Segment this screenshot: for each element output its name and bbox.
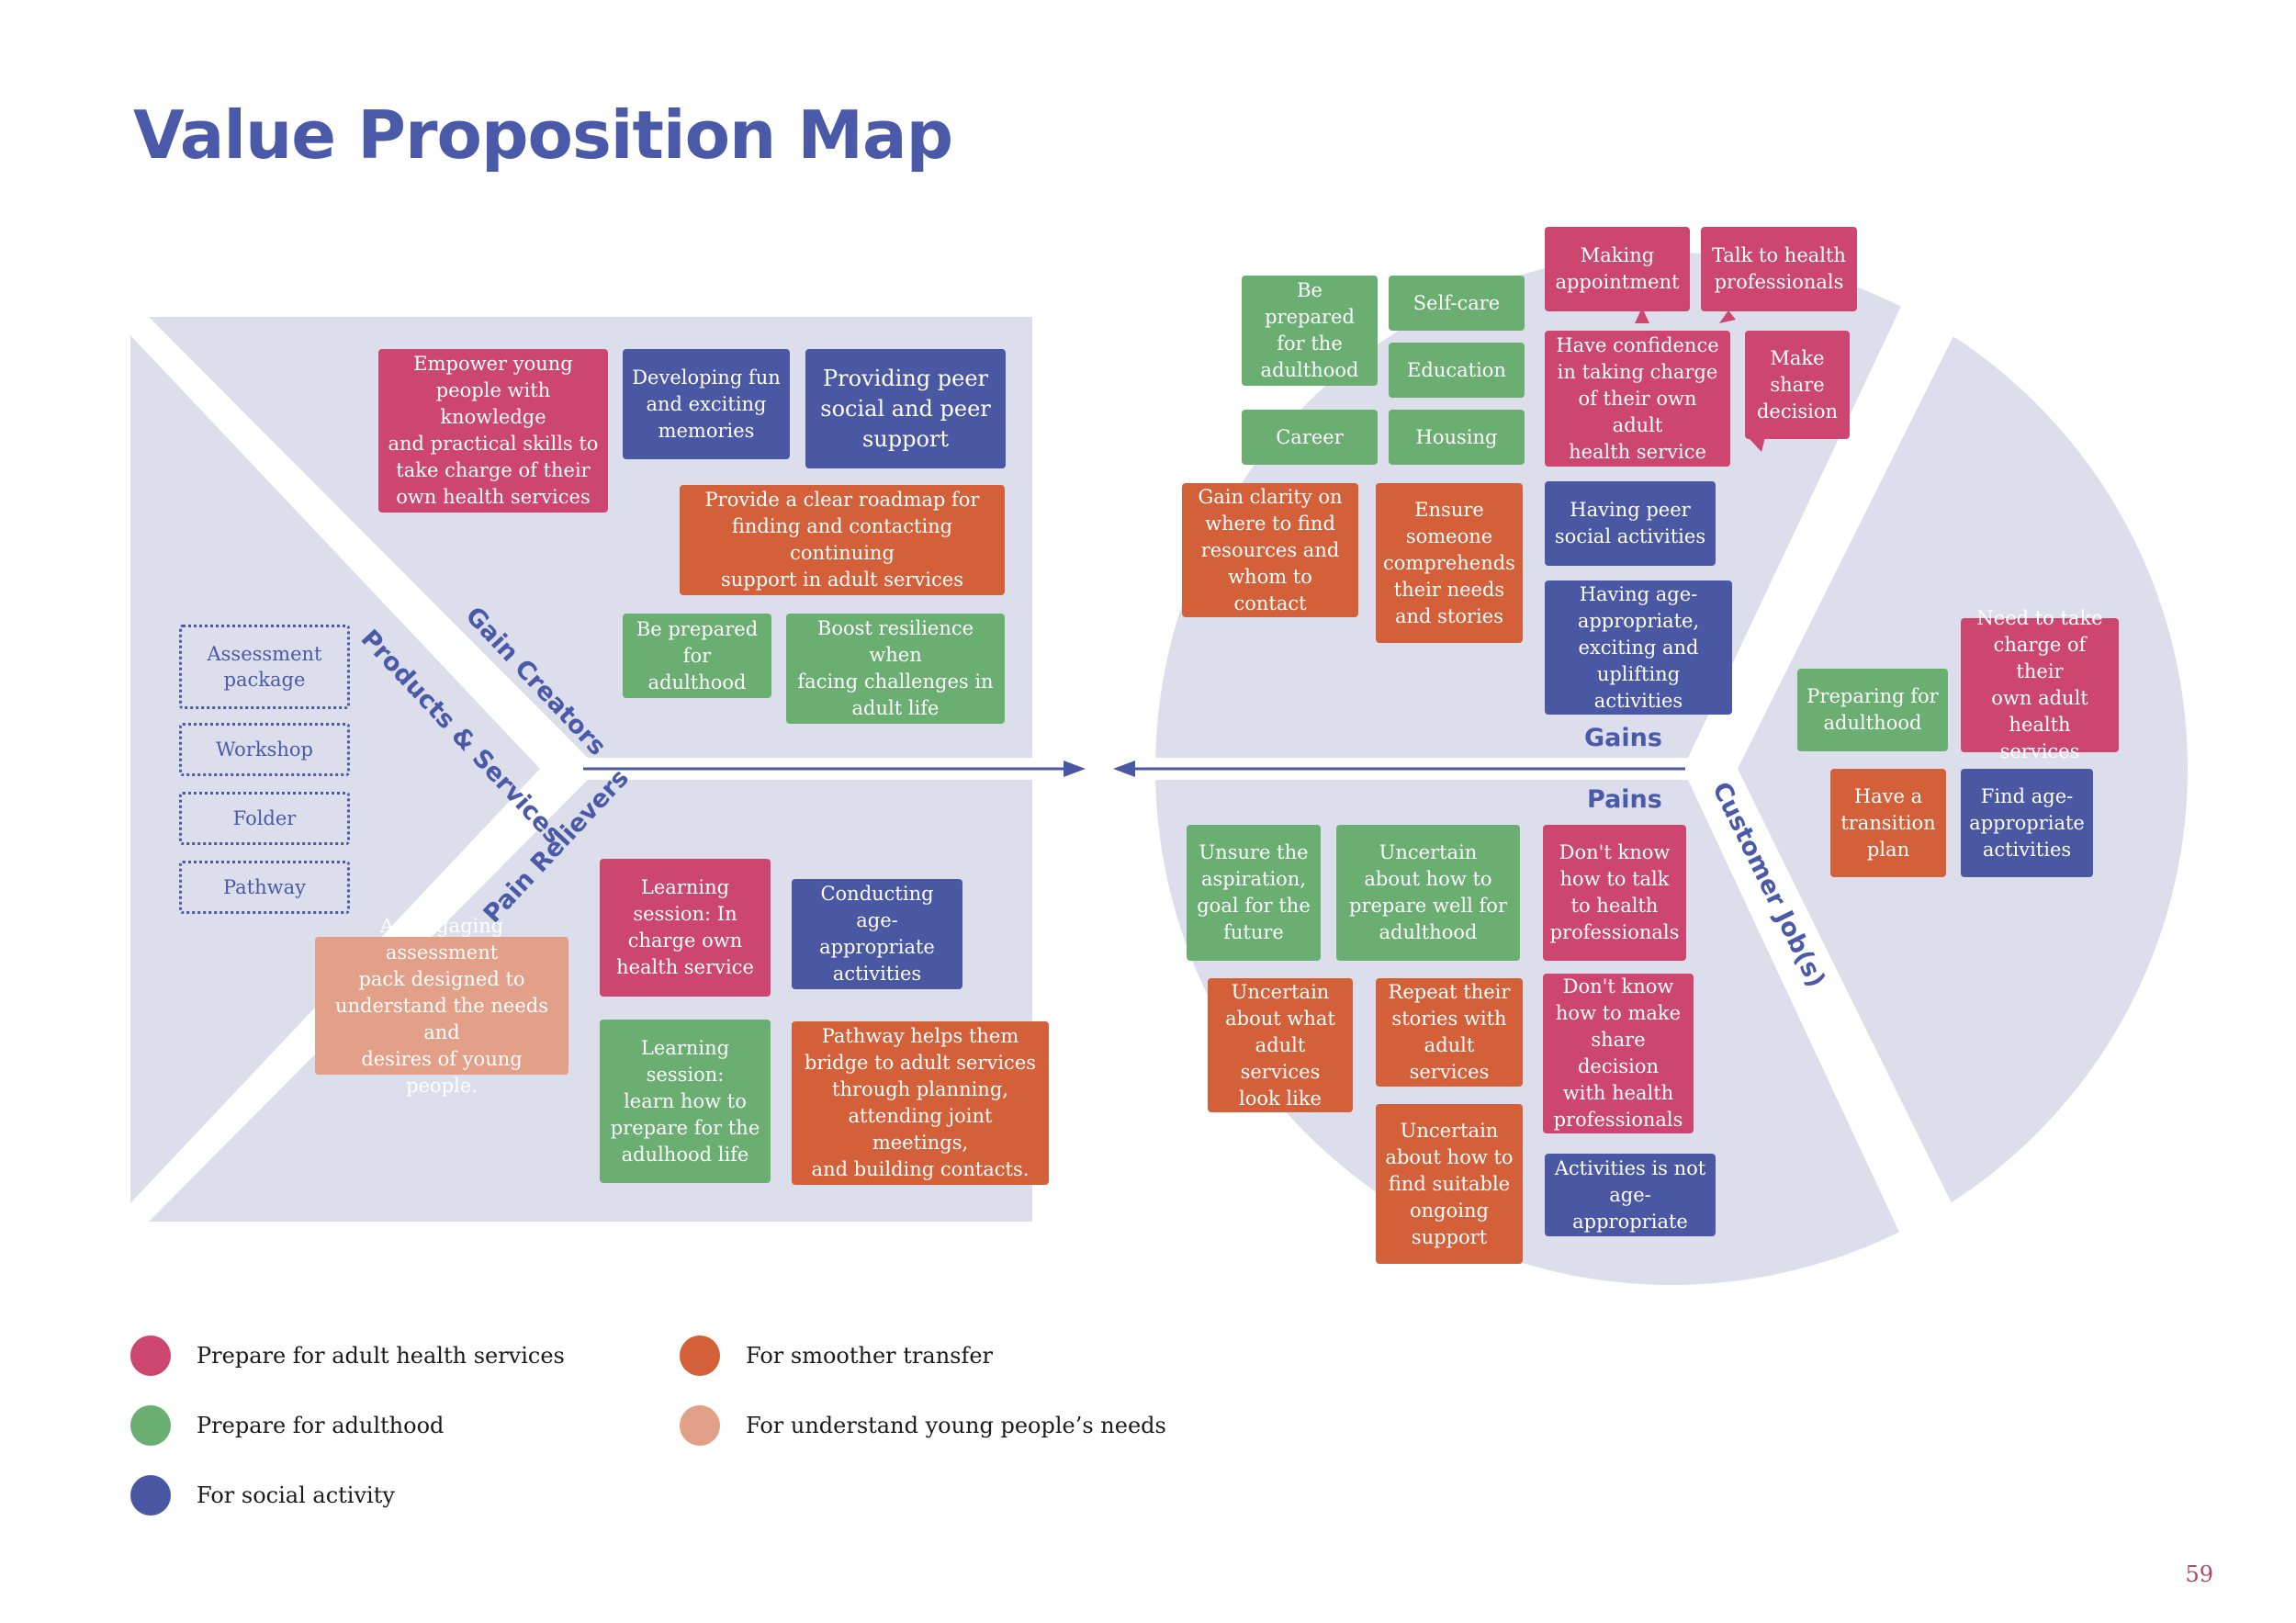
pain-note: Uncertain about how to prepare well for … — [1336, 825, 1520, 961]
gain-note: Be prepared for the adulthood — [1242, 276, 1378, 386]
pain-note: Don't know how to make share decision wi… — [1543, 974, 1694, 1133]
gain-note: Ensure someone comprehends their needs a… — [1376, 483, 1523, 643]
gain-creator-note: Developing fun and exciting memories — [623, 349, 790, 459]
pain-reliever-note: Learning session: In charge own health s… — [600, 859, 771, 997]
pain-note: Uncertain about how to find suitable ong… — [1376, 1104, 1523, 1264]
customer-job-note: Find age- appropriate activities — [1961, 769, 2093, 877]
legend-item: For understand young people’s needs — [680, 1405, 1166, 1446]
gain-note: Make share decision — [1745, 331, 1850, 439]
arrow-head-left — [1113, 761, 1135, 777]
legend-label: Prepare for adulthood — [197, 1413, 445, 1438]
pain-note: Unsure the aspiration, goal for the futu… — [1187, 825, 1321, 961]
legend-dot — [680, 1405, 720, 1446]
customer-job-note: Need to take charge of their own adult h… — [1961, 607, 2119, 762]
legend-dot — [130, 1475, 171, 1516]
arrow-head-right — [1064, 761, 1086, 777]
gain-note: Have confidence in taking charge of thei… — [1545, 331, 1730, 467]
gain-note: Making appointment — [1545, 227, 1690, 311]
products-panel — [130, 335, 540, 1203]
gain-note: Self-care — [1389, 276, 1525, 331]
label-pains: Pains — [1587, 785, 1662, 814]
gain-note: Career — [1242, 410, 1378, 465]
pain-note: Activities is not age-appropriate — [1545, 1154, 1716, 1236]
pain-reliever-note: Pathway helps them bridge to adult servi… — [792, 1021, 1049, 1185]
pain-reliever-note: Learning session: learn how to prepare f… — [600, 1020, 771, 1183]
gain-note: Talk to health professionals — [1701, 227, 1857, 311]
legend-dot — [130, 1405, 171, 1446]
gain-note: Housing — [1389, 410, 1525, 465]
page-title: Value Proposition Map — [133, 96, 953, 174]
pain-note: Repeat their stories with adult services — [1376, 978, 1523, 1087]
legend-label: For understand young people’s needs — [746, 1413, 1166, 1438]
product-item: Workshop — [179, 723, 350, 776]
gain-note: Having peer social activities — [1545, 481, 1716, 566]
legend-item: Prepare for adult health services — [130, 1336, 565, 1376]
legend-label: Prepare for adult health services — [197, 1343, 565, 1369]
pain-reliever-note: An engaging assessment pack designed to … — [315, 915, 568, 1097]
legend-item: Prepare for adulthood — [130, 1405, 444, 1446]
legend-dot — [130, 1336, 171, 1376]
legend-item: For social activity — [130, 1475, 395, 1516]
connector-arrow — [1750, 437, 1765, 452]
label-gains: Gains — [1584, 724, 1662, 752]
product-item: Assessment package — [179, 625, 350, 709]
gain-note: Having age- appropriate, exciting and up… — [1545, 580, 1732, 715]
product-item: Folder — [179, 792, 350, 845]
pain-note: Uncertain about what adult services look… — [1208, 978, 1353, 1112]
product-item: Pathway — [179, 861, 350, 914]
connector-arrow — [1635, 308, 1649, 323]
pain-note: Don't know how to talk to health profess… — [1543, 825, 1686, 961]
page-number: 59 — [2185, 1561, 2213, 1587]
gain-note: Education — [1389, 343, 1525, 398]
customer-job-note: Preparing for adulthood — [1797, 669, 1948, 751]
connector-arrow — [1719, 310, 1736, 323]
gain-creator-note: Provide a clear roadmap for finding and … — [680, 485, 1005, 595]
customer-job-note: Have a transition plan — [1830, 769, 1946, 877]
gain-creator-note: Providing peer social and peer support — [805, 349, 1006, 468]
pain-reliever-note: Conducting age-appropriate activities — [792, 879, 962, 989]
legend-item: For smoother transfer — [680, 1336, 993, 1376]
legend-label: For social activity — [197, 1482, 395, 1508]
gain-creator-note: Empower young people with knowledge and … — [378, 349, 608, 513]
legend-label: For smoother transfer — [746, 1343, 994, 1369]
legend-dot — [680, 1336, 720, 1376]
gain-note: Gain clarity on where to find resources … — [1182, 483, 1358, 617]
gain-creator-note: Boost resilience when facing challenges … — [786, 614, 1005, 724]
gain-creator-note: Be prepared for adulthood — [623, 614, 771, 698]
